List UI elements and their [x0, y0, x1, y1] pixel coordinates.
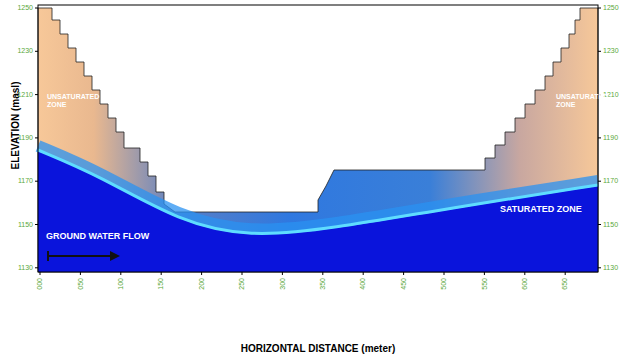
flow-label: GROUND WATER FLOW — [46, 232, 149, 242]
distance-tick-label: 400 — [359, 278, 367, 290]
elevation-tick-label: 1130 — [603, 264, 618, 272]
pit-profile — [38, 8, 598, 272]
distance-tick-label: 350 — [319, 278, 327, 290]
distance-tick-label: 450 — [400, 278, 408, 290]
elevation-tick-label: 1250 — [17, 4, 33, 12]
distance-tick-label: 300 — [279, 278, 287, 290]
plot-background — [38, 5, 598, 272]
elevation-tick-label: 1210 — [17, 91, 33, 99]
distance-tick-label: 150 — [157, 278, 165, 290]
zone-label: UNSATURATED ZONE — [556, 93, 614, 108]
elevation-tick-label: 1170 — [603, 177, 618, 185]
elevation-tick-label: 1150 — [18, 221, 33, 229]
elevation-tick-label: 1130 — [18, 264, 33, 272]
distance-tick-label: 000 — [36, 278, 44, 290]
flow-arrow — [48, 251, 120, 261]
saturated-zone-fill — [38, 151, 598, 272]
elevation-tick-label: 1190 — [18, 134, 33, 142]
water-table-line — [38, 150, 598, 233]
distance-tick-label: 500 — [440, 278, 448, 290]
elevation-tick-label: 1230 — [603, 47, 619, 55]
zone-label: UNSATURATED ZONE — [47, 93, 105, 108]
distance-tick-label: 050 — [77, 278, 85, 290]
axis-title: HORIZONTAL DISTANCE (meter) — [241, 343, 395, 354]
elevation-tick-label: 1150 — [603, 221, 618, 229]
distance-tick-label: 100 — [117, 278, 125, 290]
distance-tick-label: 200 — [198, 278, 206, 290]
elevation-tick-label: 1170 — [18, 177, 33, 185]
distance-tick-label: 250 — [238, 278, 246, 290]
distance-tick-label: 550 — [481, 278, 489, 290]
elevation-tick-label: 1250 — [603, 4, 619, 12]
elevation-tick-label: 1230 — [17, 47, 33, 55]
zone-label: SATURATED ZONE — [500, 205, 582, 215]
distance-tick-label: 650 — [561, 278, 569, 290]
distance-tick-label: 600 — [521, 278, 529, 290]
plot-frame — [38, 5, 598, 272]
axis-ticks — [35, 8, 601, 275]
elevation-tick-label: 1190 — [603, 134, 618, 142]
